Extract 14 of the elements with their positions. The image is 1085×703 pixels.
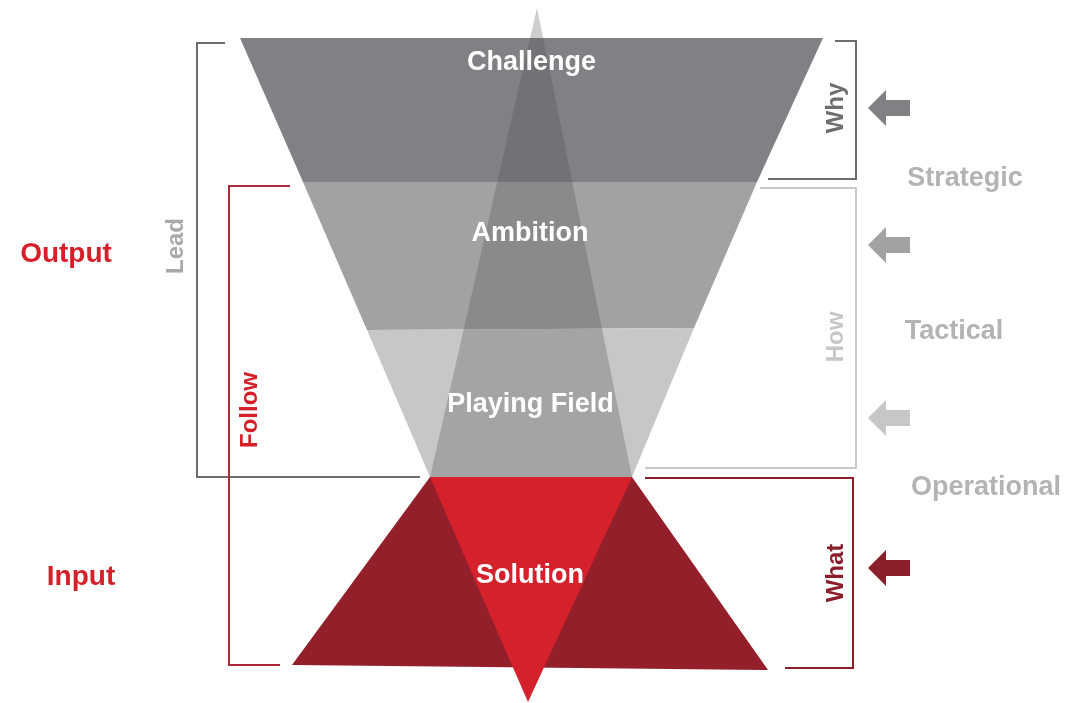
side-label: Why xyxy=(821,82,849,134)
band-label: Solution xyxy=(475,559,585,590)
band-label: Playing Field xyxy=(446,388,615,419)
side-label: Lead xyxy=(161,218,189,274)
side-label: Input xyxy=(46,560,116,592)
side-label: Strategic xyxy=(907,161,1023,193)
side-label: How xyxy=(821,311,849,363)
side-label: Follow xyxy=(235,372,263,448)
side-label: Output xyxy=(20,237,112,269)
side-label: Operational xyxy=(911,470,1061,502)
side-label: Tactical xyxy=(904,314,1004,346)
band-label: Challenge xyxy=(466,46,597,77)
band-label: Ambition xyxy=(470,217,590,248)
side-label: What xyxy=(821,543,849,603)
